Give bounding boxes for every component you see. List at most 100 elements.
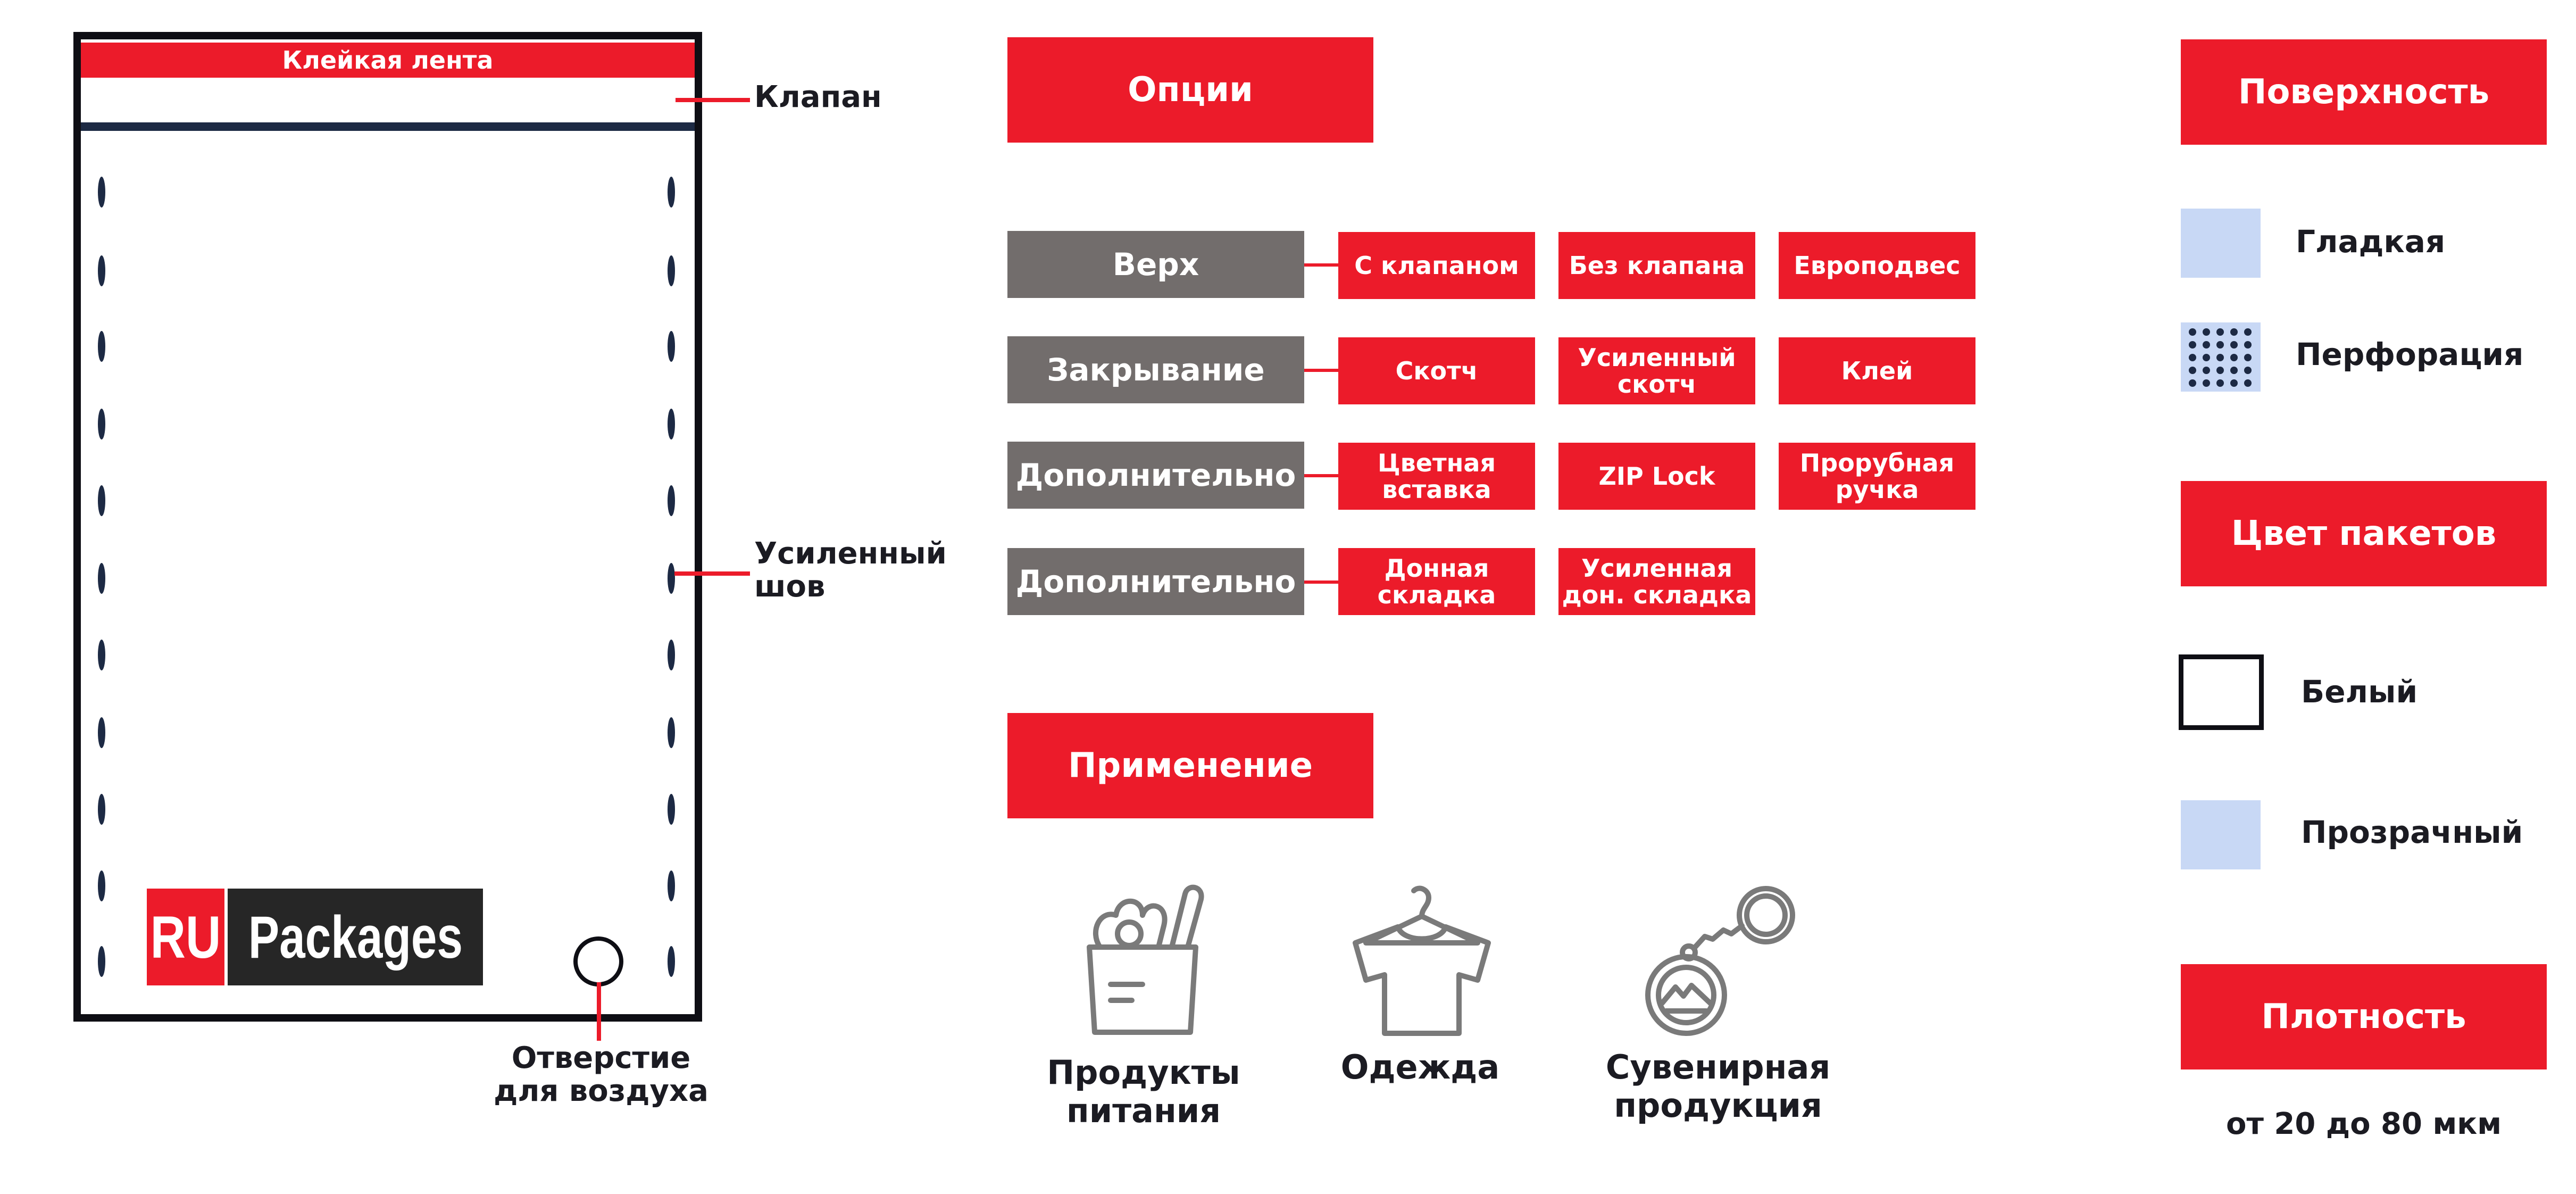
seam-dot (668, 794, 675, 825)
option-with-valve[interactable]: С клапаном (1338, 232, 1535, 299)
application-food-line2: питания (1066, 1091, 1221, 1130)
option-category-label: Верх (1112, 246, 1199, 283)
option-label-line2: вставка (1382, 475, 1491, 504)
application-header: Применение (1007, 713, 1373, 818)
option-category-label: Закрывание (1047, 352, 1265, 388)
option-label-line1: Усиленный (1578, 343, 1736, 372)
seam-label: Усиленный шов (754, 537, 947, 603)
option-label: С клапаном (1354, 251, 1519, 280)
seam-callout-line (674, 571, 750, 576)
seam-dot (668, 640, 675, 670)
color-header-text: Цвет пакетов (2231, 514, 2497, 553)
option-label-line2: ручка (1835, 475, 1919, 504)
application-souvenir-line1: Сувенирная (1605, 1048, 1831, 1087)
density-value: от 20 до 80 мкм (2225, 1107, 2502, 1141)
seam-label-line1: Усиленный (754, 536, 947, 571)
seam-dot (98, 485, 105, 516)
surface-header: Поверхность (2181, 39, 2547, 145)
bag-outline (73, 32, 702, 1022)
option-bottom-fold[interactable]: Донная складка (1338, 548, 1535, 615)
option-label-line2: складка (1377, 581, 1496, 609)
option-glue[interactable]: Клей (1779, 337, 1975, 404)
option-label: ZIP Lock (1598, 462, 1715, 491)
option-label-line2: скотч (1617, 370, 1697, 399)
surface-perforation-label: Перфорация (2296, 336, 2524, 372)
option-label: Скотч (1395, 356, 1478, 385)
option-without-valve[interactable]: Без клапана (1558, 232, 1755, 299)
option-tape[interactable]: Скотч (1338, 337, 1535, 404)
application-souvenir-line2: продукция (1614, 1086, 1822, 1125)
option-label-line1: Усиленная (1581, 554, 1732, 583)
option-connector (1304, 581, 1338, 584)
application-food-line1: Продукты (1047, 1053, 1240, 1092)
options-header: Опции (1007, 37, 1373, 143)
option-label: Без клапана (1569, 251, 1745, 280)
seam-dot (98, 946, 105, 977)
seam-dot (668, 177, 675, 208)
logo-ru-text: RU (150, 903, 221, 971)
seam-dot (98, 870, 105, 901)
option-label-line1: Прорубная (1799, 449, 1955, 477)
valve-label: Клапан (754, 80, 882, 114)
seam-dot (668, 255, 675, 286)
grocery-bag-icon (1087, 884, 1204, 1035)
option-category-label: Дополнительно (1015, 563, 1296, 600)
transparent-swatch-icon (2181, 800, 2261, 869)
adhesive-tape-label: Клейкая лента (282, 46, 494, 74)
option-reinforced-tape[interactable]: Усиленный скотч (1558, 337, 1755, 404)
seam-dot (668, 870, 675, 901)
seam-dot (98, 717, 105, 748)
air-hole-label: Отверстие для воздуха (415, 1042, 787, 1108)
application-header-text: Применение (1068, 746, 1313, 785)
option-connector (1304, 474, 1338, 477)
density-header-text: Плотность (2261, 997, 2466, 1037)
option-category-closing: Закрывание (1007, 336, 1304, 403)
application-souvenir-label: Сувенирная продукция (1580, 1048, 1856, 1125)
adhesive-tape: Клейкая лента (81, 43, 695, 78)
air-hole-label-line1: Отверстие (511, 1041, 691, 1075)
logo-ru-block: RU (147, 889, 224, 985)
option-category-label: Дополнительно (1015, 457, 1296, 493)
application-clothes-label: Одежда (1287, 1048, 1553, 1087)
seam-dot (668, 946, 675, 977)
density-header: Плотность (2181, 964, 2547, 1069)
option-category-additional-2: Дополнительно (1007, 548, 1304, 615)
option-label: Клей (1841, 356, 1913, 385)
color-header: Цвет пакетов (2181, 481, 2547, 586)
application-food-label: Продукты питания (1011, 1054, 1277, 1130)
seam-dot (668, 331, 675, 362)
option-category-additional-1: Дополнительно (1007, 442, 1304, 509)
seam-dot (668, 409, 675, 440)
options-header-text: Опции (1128, 70, 1253, 110)
option-cut-handle[interactable]: Прорубная ручка (1779, 443, 1975, 510)
smooth-swatch-icon (2181, 209, 2261, 278)
seam-dot (98, 794, 105, 825)
option-label-line1: Цветная (1377, 449, 1496, 477)
logo-packages-text: Packages (248, 903, 463, 971)
seam-dot (98, 640, 105, 670)
seam-label-line2: шов (754, 569, 826, 604)
option-reinforced-bottom-fold[interactable]: Усиленная дон. складка (1558, 548, 1755, 615)
keychain-icon (1645, 886, 1795, 1036)
option-color-insert[interactable]: Цветная вставка (1338, 443, 1535, 510)
seam-dot (98, 331, 105, 362)
color-transparent-label: Прозрачный (2301, 814, 2523, 850)
option-connector (1304, 263, 1338, 267)
option-category-top: Верх (1007, 231, 1304, 298)
valve-divider (81, 122, 695, 131)
ru-packages-logo: RU Packages (147, 889, 483, 985)
seam-dot (98, 177, 105, 208)
option-label-line2: дон. складка (1562, 581, 1752, 609)
valve-callout-line (676, 98, 750, 102)
perforation-swatch-icon (2181, 322, 2261, 392)
color-white-label: Белый (2301, 674, 2418, 710)
option-zip-lock[interactable]: ZIP Lock (1558, 443, 1755, 510)
air-hole-label-line2: для воздуха (494, 1074, 708, 1108)
tshirt-hanger-icon (1353, 885, 1491, 1036)
seam-dot (98, 255, 105, 286)
seam-dot (668, 563, 675, 594)
air-hole (573, 936, 623, 986)
option-euro-hanger[interactable]: Европодвес (1779, 232, 1975, 299)
logo-packages-block: Packages (228, 889, 483, 985)
seam-dot (668, 717, 675, 748)
